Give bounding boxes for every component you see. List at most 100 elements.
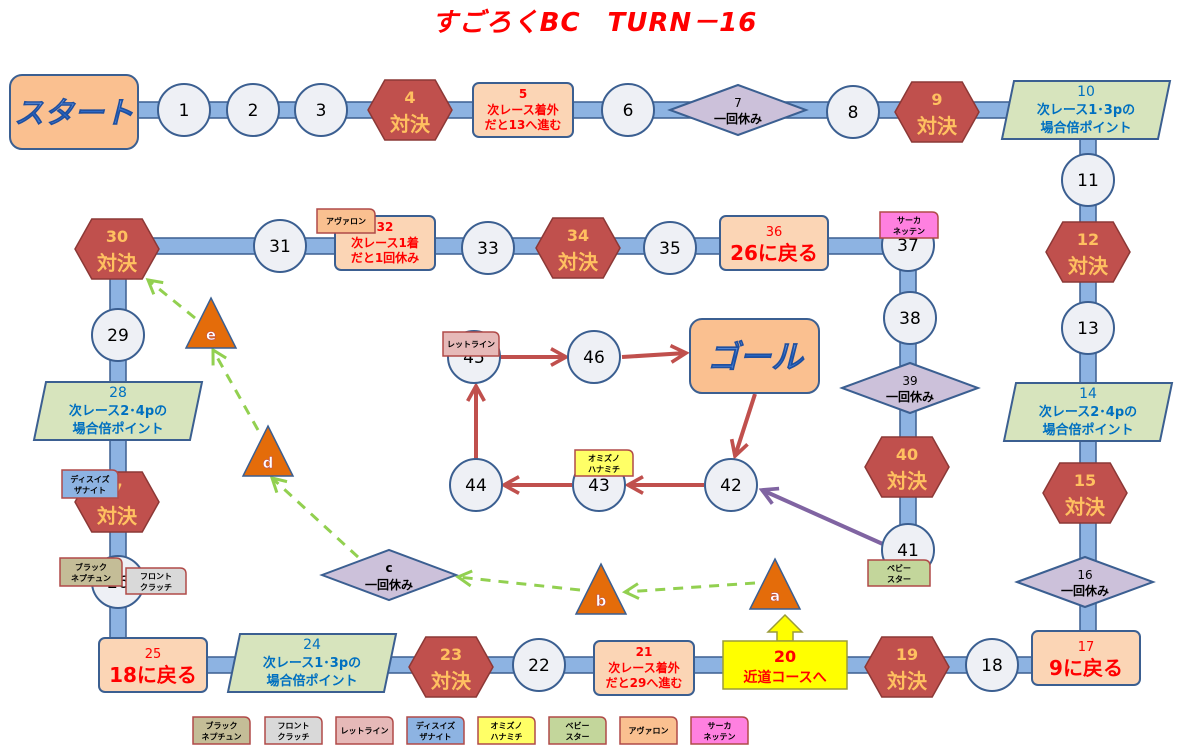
square-13[interactable]: 13	[1061, 301, 1115, 355]
shortcut-id: c	[385, 561, 392, 575]
square-number: 28	[109, 385, 127, 401]
square-33[interactable]: 33	[461, 221, 515, 275]
square-8[interactable]: 8	[826, 85, 880, 139]
start-square[interactable]: スタート	[9, 74, 139, 150]
piece-3[interactable]: レットライン	[335, 716, 394, 745]
shortcut-id: a	[770, 587, 780, 605]
shortcut-square-c[interactable]: c 一回休み	[319, 548, 459, 602]
square-number: 3	[316, 101, 327, 121]
square-number: 35	[659, 239, 681, 259]
square-number: 15	[1074, 471, 1096, 490]
square-34[interactable]: 34 対決	[535, 217, 621, 279]
piece-name: アヴァロン	[326, 216, 366, 226]
shortcut-square-e[interactable]: e	[184, 296, 238, 349]
route-arrow	[735, 393, 757, 456]
square-18[interactable]: 18	[965, 638, 1019, 692]
square-1[interactable]: 1	[157, 83, 211, 137]
square-44[interactable]: 44	[449, 458, 503, 512]
square-4[interactable]: 4対決	[367, 79, 453, 141]
square-text: 次レース2･4pの	[1039, 404, 1137, 420]
shortcut-square-a[interactable]: a	[748, 557, 802, 610]
square-6[interactable]: 6	[601, 83, 655, 137]
square-text: 9に戻る	[1049, 656, 1123, 680]
square-text2: 場合倍ポイント	[266, 673, 357, 689]
square-9[interactable]: 9対決	[894, 81, 980, 143]
piece-3[interactable]: レットライン	[442, 331, 500, 357]
square-3[interactable]: 3	[294, 83, 348, 137]
square-number: 33	[477, 239, 499, 259]
shortcut-square-b[interactable]: b	[574, 562, 628, 615]
square-38[interactable]: 38	[883, 291, 937, 345]
square-number: 10	[1077, 84, 1095, 100]
square-number: 13	[1077, 319, 1099, 339]
piece-name: フロント	[140, 572, 172, 581]
shortcut-dashed-arrow	[148, 280, 196, 320]
square-text: 対決	[916, 114, 958, 138]
square-text: 対決	[557, 250, 599, 274]
shortcut-dashed-arrow	[625, 581, 756, 592]
square-number: 17	[1078, 640, 1095, 655]
shortcut-id: e	[206, 326, 216, 344]
piece-7[interactable]: アヴァロン	[316, 208, 376, 234]
square-text: 一回休み	[365, 577, 413, 592]
square-number: 34	[567, 226, 589, 245]
square-number: 23	[440, 645, 462, 664]
piece-name: オミズノ	[491, 721, 523, 731]
square-31[interactable]: 31	[253, 219, 307, 273]
square-29[interactable]: 29	[91, 308, 145, 362]
square-number: 38	[899, 309, 921, 329]
square-text2: だと29へ進む	[606, 675, 683, 690]
shortcut-dashed-arrow	[458, 577, 581, 592]
square-text: 対決	[389, 112, 431, 136]
square-35[interactable]: 35	[643, 221, 697, 275]
shortcut-square-d[interactable]: d	[241, 424, 295, 477]
piece-7[interactable]: アヴァロン	[619, 716, 678, 745]
goal-square[interactable]: ゴール	[689, 318, 820, 394]
piece-name2: ハナミチ	[588, 465, 620, 474]
square-number: 42	[720, 476, 742, 496]
square-2[interactable]: 2	[226, 83, 280, 137]
square-number: 29	[107, 326, 129, 346]
square-22[interactable]: 22	[512, 638, 566, 692]
square-text2: 場合倍ポイント	[1040, 120, 1131, 136]
square-11[interactable]: 11	[1061, 153, 1115, 207]
square-42[interactable]: 42	[704, 458, 758, 512]
square-46[interactable]: 46	[567, 330, 621, 384]
square-number: 2	[248, 101, 259, 121]
square-text: 対決	[96, 251, 138, 275]
square-number: 7	[734, 96, 742, 110]
piece-name: ディスイズ	[70, 474, 109, 484]
